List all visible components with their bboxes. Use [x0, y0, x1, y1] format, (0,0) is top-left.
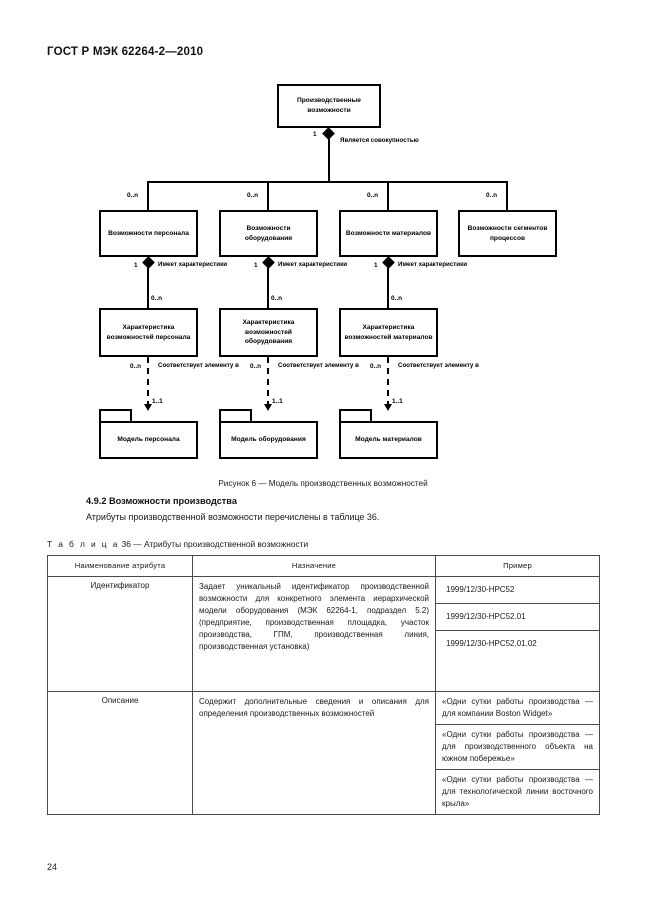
- multiplicity-dep-equipment-0n: 0..n: [250, 363, 262, 370]
- diagram-node-equipment-model: Модель оборудования: [219, 409, 318, 459]
- cell-attribute-purpose: Задает уникальный идентификатор производ…: [192, 576, 436, 692]
- figure-6-diagram: Производственные возможности 1 Является …: [99, 84, 557, 459]
- connector-drop-process-segments: [506, 181, 508, 210]
- diagram-node-equipment-capability-property: Характеристика возможностей оборудования: [219, 308, 318, 357]
- arrowhead-icon: [144, 404, 152, 411]
- diagram-node-personnel-capability-property: Характеристика возможностей персонала: [99, 308, 198, 357]
- multiplicity-material-0n: 0..n: [367, 192, 379, 199]
- diagram-node-material-capability: Возможности материалов: [339, 210, 438, 257]
- connector-personnel-to-property: [147, 264, 149, 308]
- table-row: Описание Содержит дополнительные сведени…: [47, 691, 600, 815]
- arrowhead-icon: [384, 404, 392, 411]
- multiplicity-property-personnel-0n: 0..n: [151, 295, 163, 302]
- column-header-example: Пример: [435, 555, 600, 577]
- cell-attribute-example: «Одни сутки работы производства — для пр…: [435, 724, 600, 770]
- connector-drop-personnel: [147, 181, 149, 210]
- dependency-personnel: [147, 357, 149, 407]
- multiplicity-dep-material-0n: 0..n: [370, 363, 382, 370]
- connector-bus-horizontal: [147, 181, 507, 183]
- column-header-purpose: Назначение: [192, 555, 436, 577]
- multiplicity-root-one: 1: [313, 131, 317, 138]
- table-row: Идентификатор Задает уникальный идентифи…: [47, 576, 600, 692]
- multiplicity-equipment-one: 1: [254, 262, 258, 269]
- diagram-node-material-capability-property: Характеристика возможностей материалов: [339, 308, 438, 357]
- dependency-material: [387, 357, 389, 407]
- cell-attribute-example: «Одни сутки работы производства — для те…: [435, 769, 600, 815]
- cell-attribute-example: 1999/12/30-НРС52: [435, 576, 600, 604]
- section-heading: 4.9.2 Возможности производства: [86, 496, 237, 506]
- multiplicity-process-segments-0n: 0..n: [486, 192, 498, 199]
- role-is-collection-of: Является совокупностью: [340, 137, 419, 144]
- package-tab: [339, 409, 372, 422]
- role-has-properties-equipment: Имеет характеристики: [278, 261, 348, 268]
- package-tab: [99, 409, 132, 422]
- diagram-node-process-segment-capability: Возможности сегментов процессов: [458, 210, 557, 257]
- diagram-node-equipment-capability: Возможности оборудования: [219, 210, 318, 257]
- cell-attribute-example: 1999/12/30-HPC52.01.02: [435, 630, 600, 692]
- role-has-properties-personnel: Имеет характеристики: [158, 261, 228, 268]
- connector-drop-material: [387, 181, 389, 210]
- table-row: 1999/12/30-HPC52.01: [48, 603, 600, 631]
- diagram-node-personnel-model: Модель персонала: [99, 409, 198, 459]
- multiplicity-model-material-11: 1..1: [392, 398, 403, 405]
- multiplicity-model-personnel-11: 1..1: [152, 398, 163, 405]
- cell-attribute-name: Описание: [47, 691, 193, 815]
- multiplicity-property-equipment-0n: 0..n: [271, 295, 283, 302]
- table-row: «Одни сутки работы производства — для те…: [48, 769, 600, 815]
- diagram-node-personnel-capability: Возможности персонала: [99, 210, 198, 257]
- connector-material-to-property: [387, 264, 389, 308]
- table-caption: Т а б л и ц а 36 — Атрибуты производстве…: [47, 539, 308, 549]
- multiplicity-property-material-0n: 0..n: [391, 295, 403, 302]
- column-header-name: Наименование атрибута: [47, 555, 193, 577]
- role-corresponds-to-material: Соответствует элементу в: [398, 362, 479, 369]
- page-number: 24: [47, 862, 58, 872]
- role-corresponds-to-personnel: Соответствует элементу в: [158, 362, 239, 369]
- table-header-row: Наименование атрибута Назначение Пример: [47, 555, 600, 577]
- table-row: 1999/12/30-HPC52.01.02: [48, 630, 600, 692]
- role-has-properties-material: Имеет характеристики: [398, 261, 468, 268]
- table-caption-label: Т а б л и ц а: [47, 539, 120, 549]
- multiplicity-equipment-0n: 0..n: [247, 192, 259, 199]
- multiplicity-personnel-one: 1: [134, 262, 138, 269]
- standard-header: ГОСТ Р МЭК 62264-2—2010: [47, 46, 204, 58]
- connector-root-vertical: [328, 137, 330, 183]
- figure-caption: Рисунок 6 — Модель производственных возм…: [218, 479, 428, 488]
- dependency-equipment: [267, 357, 269, 407]
- package-tab: [219, 409, 252, 422]
- multiplicity-personnel-0n: 0..n: [127, 192, 139, 199]
- multiplicity-dep-personnel-0n: 0..n: [130, 363, 142, 370]
- arrowhead-icon: [264, 404, 272, 411]
- diagram-node-material-model: Модель материалов: [339, 409, 438, 459]
- connector-drop-equipment: [267, 181, 269, 210]
- attributes-table: Наименование атрибута Назначение Пример …: [47, 555, 600, 815]
- cell-attribute-example: 1999/12/30-HPC52.01: [435, 603, 600, 631]
- section-paragraph: Атрибуты производственной возможности пе…: [86, 512, 380, 522]
- diagram-node-production-capability: Производственные возможности: [277, 84, 381, 128]
- connector-equipment-to-property: [267, 264, 269, 308]
- multiplicity-material-one: 1: [374, 262, 378, 269]
- multiplicity-model-equipment-11: 1..1: [272, 398, 283, 405]
- cell-attribute-name: Идентификатор: [47, 576, 193, 692]
- cell-attribute-purpose: Содержит дополнительные сведения и описа…: [192, 691, 436, 815]
- cell-attribute-example: «Одни сутки работы производства — для ко…: [435, 691, 600, 725]
- table-row: «Одни сутки работы производства — для пр…: [48, 724, 600, 770]
- role-corresponds-to-equipment: Соответствует элементу в: [278, 362, 359, 369]
- table-caption-rest: 36 — Атрибуты производственной возможнос…: [121, 539, 309, 549]
